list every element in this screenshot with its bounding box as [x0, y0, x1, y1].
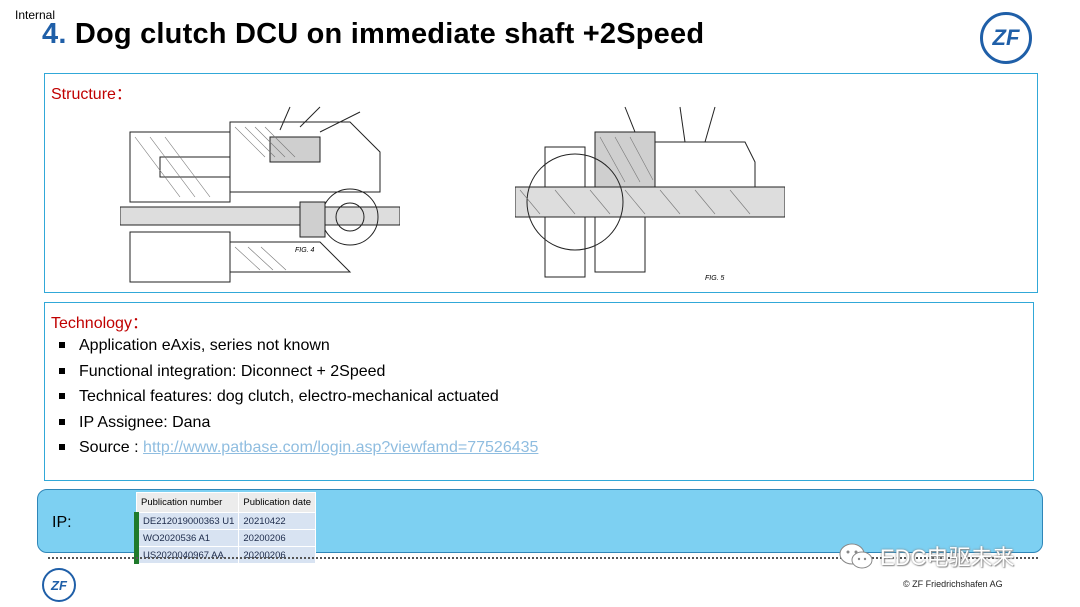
technology-source-item: Source : http://www.patbase.com/login.as…	[57, 435, 538, 461]
bullet-icon	[59, 342, 65, 348]
ip-label: IP:	[52, 514, 72, 531]
bullet-icon	[59, 367, 65, 374]
column-publication-number: Publication number	[135, 492, 240, 513]
zf-logo-text: ZF	[992, 25, 1020, 50]
publication-number-cell: US2020040967 AA	[133, 546, 240, 564]
table-row: DE212019000363 U1 20210422	[133, 512, 316, 530]
technology-item: Application eAxis, series not known	[57, 333, 538, 359]
classification-label: Internal	[15, 8, 56, 22]
table-header-row: Publication number Publication date	[135, 492, 316, 513]
patent-drawing-fig4: FIG. 4	[120, 106, 400, 283]
footer-divider	[48, 557, 1038, 559]
patent-drawing-fig5: FIG. 5	[515, 106, 785, 282]
wechat-icon	[839, 543, 873, 569]
watermark: EDC电驱未来	[838, 540, 1014, 572]
zf-footer-logo: ZF	[42, 568, 76, 602]
fig4-caption: FIG. 4	[295, 247, 315, 254]
watermark-text: EDC电驱未来	[880, 545, 1015, 570]
copyright-text: © ZF Friedrichshafen AG	[903, 579, 1003, 589]
ip-panel: IP: Publication number Publication date …	[37, 489, 1043, 564]
source-link[interactable]: http://www.patbase.com/login.asp?viewfam…	[143, 439, 539, 456]
technology-item: Technical features: dog clutch, electro-…	[57, 384, 538, 410]
structure-label: Structure：	[51, 86, 132, 103]
zf-logo: ZF	[980, 12, 1032, 64]
publication-date-cell: 20200206	[238, 546, 316, 564]
publication-date-cell: 20200206	[238, 529, 316, 547]
table-row: US2020040967 AA 20200206	[133, 546, 316, 564]
source-prefix: Source :	[79, 439, 139, 456]
ip-table: Publication number Publication date DE21…	[133, 492, 316, 564]
page-title: 4. Dog clutch DCU on immediate shaft +2S…	[42, 18, 704, 51]
fig5-caption: FIG. 5	[705, 275, 725, 282]
bullet-icon	[59, 418, 65, 425]
bullet-icon	[59, 393, 65, 399]
title-text: Dog clutch DCU on immediate shaft +2Spee…	[74, 18, 705, 50]
table-row: WO2020536 A1 20200206	[133, 529, 316, 547]
title-number: 4.	[42, 18, 67, 50]
zf-footer-logo-text: ZF	[51, 577, 67, 593]
technology-item: IP Assignee: Dana	[57, 410, 538, 436]
structure-panel: Structure： FIG. 4	[44, 73, 1038, 293]
publication-number-cell: DE212019000363 U1	[133, 512, 240, 530]
bullet-icon	[59, 444, 65, 450]
technology-item: Functional integration: Diconnect + 2Spe…	[57, 359, 538, 385]
technology-panel: Technology： Application eAxis, series no…	[44, 302, 1034, 481]
technology-label: Technology：	[51, 315, 148, 332]
publication-number-cell: WO2020536 A1	[133, 529, 240, 547]
technology-list: Application eAxis, series not known Func…	[57, 333, 538, 461]
publication-date-cell: 20210422	[238, 512, 316, 530]
column-publication-date: Publication date	[238, 492, 316, 513]
